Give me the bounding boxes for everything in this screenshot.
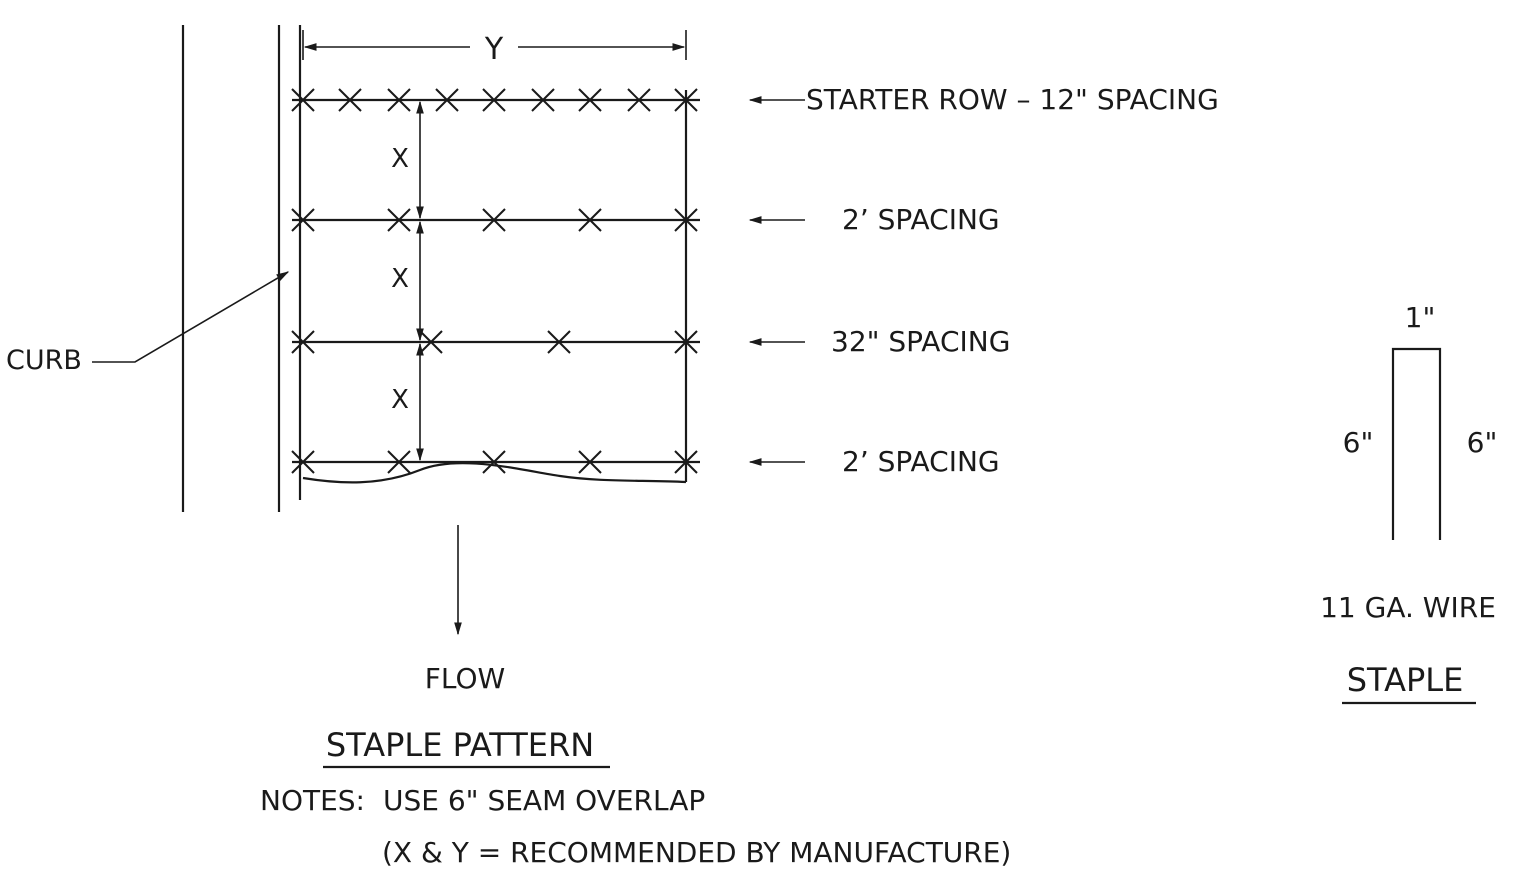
- staple-mark-row1-9: [674, 88, 698, 112]
- y-dimension-label: Y: [484, 32, 504, 67]
- row-label-starter: STARTER ROW – 12" SPACING: [806, 83, 1219, 116]
- staple-mark-row1-6: [531, 88, 555, 112]
- staple-row-lines: [292, 98, 700, 464]
- staple-mark-row2-3: [482, 208, 506, 232]
- staple-title: STAPLE: [1347, 661, 1464, 699]
- row-label-32in: 32" SPACING: [831, 325, 1010, 358]
- y-dimension: Y: [302, 30, 687, 67]
- notes-prefix: NOTES:: [260, 784, 365, 817]
- flow-label: FLOW: [425, 662, 505, 695]
- staple-mark-row1-5: [482, 88, 506, 112]
- row-leaders: [748, 96, 805, 466]
- staple-mark-row3-3: [547, 330, 571, 354]
- curb-leader: CURB: [6, 271, 290, 376]
- staple-mark-row1-8: [627, 88, 651, 112]
- staple-mark-row3-4: [674, 330, 698, 354]
- staple-mark-row1-2: [338, 88, 362, 112]
- staple-mark-row4-5: [674, 450, 698, 474]
- x-dimension-label-1: X: [391, 144, 409, 174]
- curb-lines: [181, 25, 302, 512]
- x-dimension-label-2: X: [391, 264, 409, 294]
- flow-arrow: FLOW: [425, 525, 505, 695]
- staple-mark-row1-4: [435, 88, 459, 112]
- staple-mark-row1-1: [291, 88, 315, 112]
- staple-mark-row1-7: [578, 88, 602, 112]
- staple-mark-row4-3: [482, 450, 506, 474]
- staple-detail: 1" 6" 6" 11 GA. WIRE STAPLE: [1320, 301, 1498, 705]
- staple-mark-row3-1: [291, 330, 315, 354]
- staple-marks: [291, 88, 698, 474]
- staple-left-dimension: 6": [1343, 426, 1374, 459]
- staple-mark-row2-4: [578, 208, 602, 232]
- staple-wire-label: 11 GA. WIRE: [1320, 591, 1496, 624]
- staple-pattern-title: STAPLE PATTERN: [326, 726, 594, 764]
- staple-mark-row1-3: [387, 88, 411, 112]
- staple-mark-row4-4: [578, 450, 602, 474]
- row-label-2ft-a: 2’ SPACING: [842, 203, 1000, 236]
- staple-mark-row2-5: [674, 208, 698, 232]
- blanket-outline: [302, 90, 688, 484]
- notes-line-2: (X & Y = RECOMMENDED BY MANUFACTURE): [382, 836, 1011, 869]
- row-label-2ft-b: 2’ SPACING: [842, 445, 1000, 478]
- x-dimension: X X X: [391, 100, 424, 462]
- staple-mark-row4-1: [291, 450, 315, 474]
- staple-mark-row2-2: [387, 208, 411, 232]
- staple-right-dimension: 6": [1467, 426, 1498, 459]
- staple-top-dimension: 1": [1405, 301, 1436, 334]
- x-dimension-label-3: X: [391, 385, 409, 415]
- staple-mark-row4-2: [387, 450, 411, 474]
- curb-label: CURB: [6, 345, 82, 376]
- staple-mark-row2-1: [291, 208, 315, 232]
- notes-line-1: USE 6" SEAM OVERLAP: [383, 784, 705, 817]
